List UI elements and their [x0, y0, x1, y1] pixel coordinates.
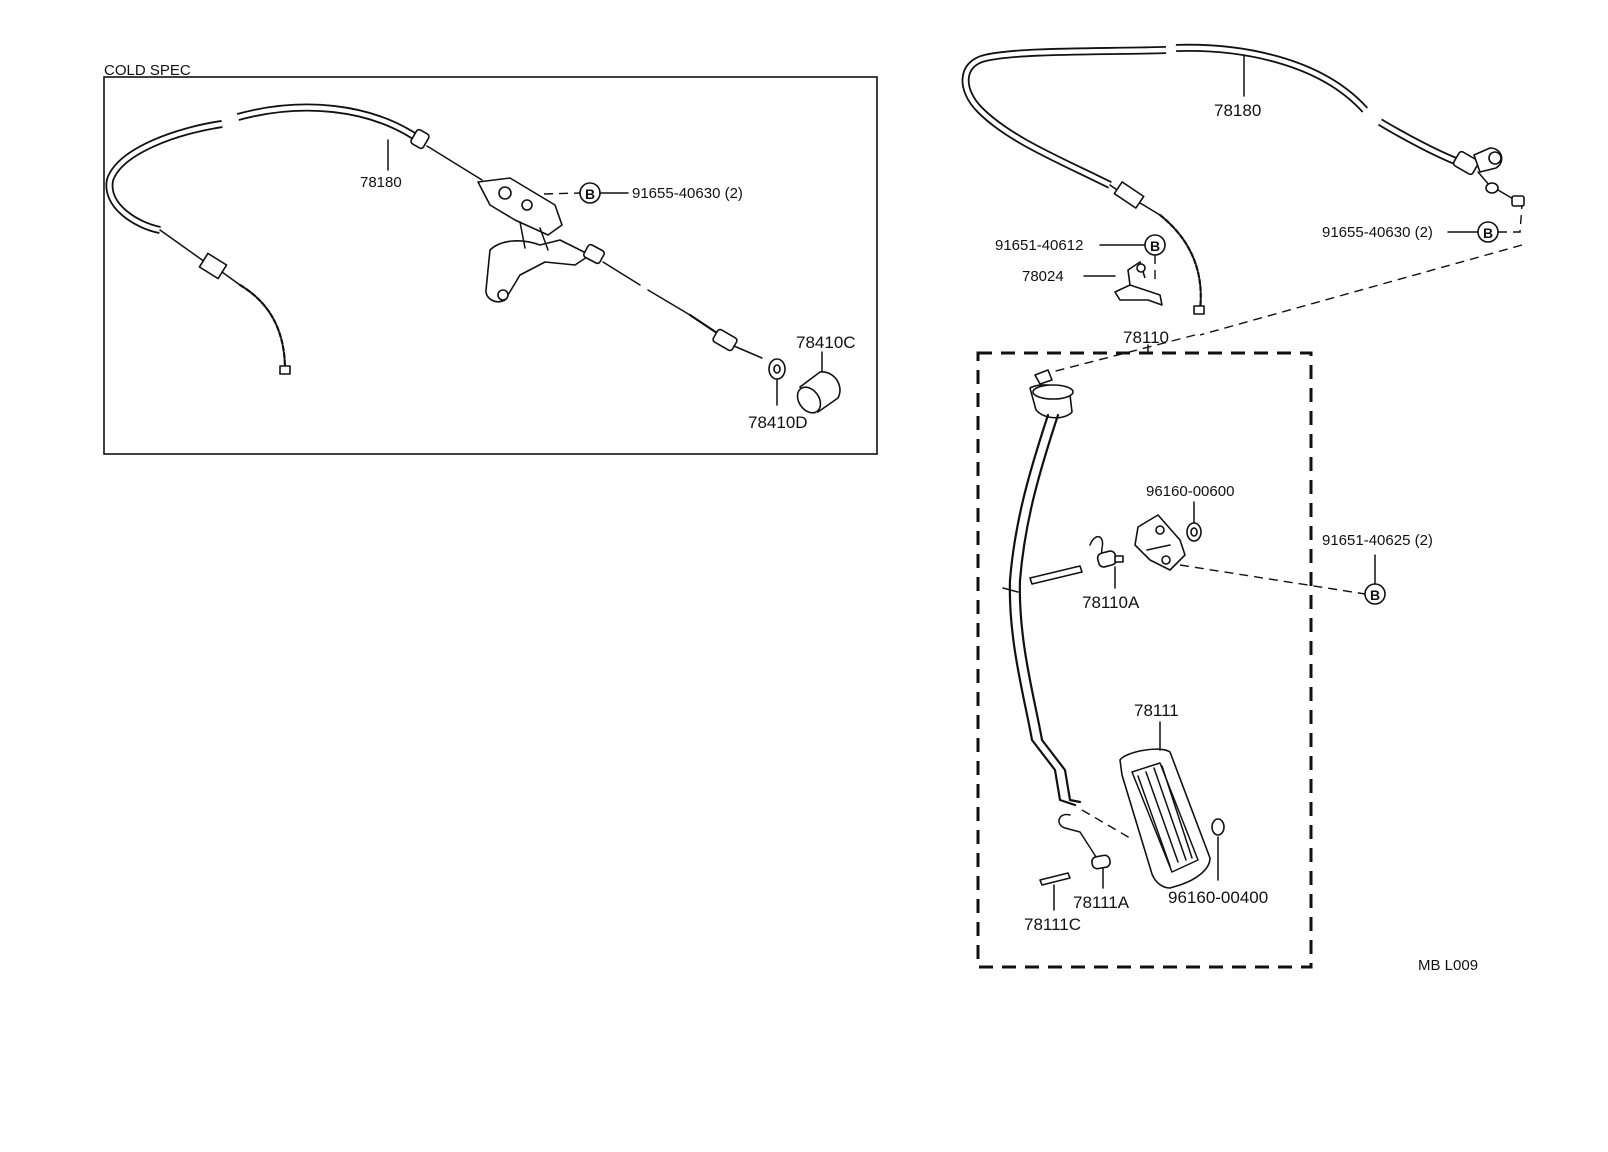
- cold-spec-frame: [103, 76, 878, 455]
- cold-spec-inset: COLD SPEC: [103, 62, 878, 455]
- pedal-pad: [1119, 748, 1211, 889]
- main-top-bolt-label: 91655-40630 (2): [1322, 224, 1433, 241]
- return-spring-label: 78110A: [1082, 593, 1140, 612]
- figure-code: MB L009: [1418, 957, 1478, 974]
- pedal-arm: [1002, 369, 1082, 807]
- cold-spec-knob: [796, 371, 841, 414]
- main-top-b-marker-letter: B: [1483, 225, 1493, 241]
- cold-spec-nut: [768, 358, 786, 380]
- cold-spec-bolt-label: 91655-40630 (2): [632, 185, 743, 202]
- cold-spec-title: COLD SPEC: [104, 62, 191, 79]
- cold-spec-cable: [105, 103, 483, 375]
- cold-spec-b-marker-letter: B: [585, 186, 595, 202]
- bushing: [1186, 522, 1202, 542]
- pedal-assembly-label: 78110: [1123, 328, 1169, 347]
- main-clamp-b-marker-letter: B: [1150, 238, 1160, 254]
- pedal-assembly-frame: [976, 351, 1313, 969]
- pedal-pad-label: 78111: [1134, 701, 1179, 720]
- stopper-label: 96160-00400: [1168, 888, 1268, 907]
- pad-spring: [1058, 813, 1111, 870]
- main-clamp-bolt-label: 91651-40612: [995, 237, 1083, 254]
- pedal-pin-label: 78111C: [1024, 915, 1081, 934]
- pad-spring-label: 78111A: [1073, 893, 1130, 912]
- main-cable-label: 78180: [1214, 101, 1261, 120]
- pivot-shaft: [1029, 565, 1083, 585]
- pedal-bracket: [1134, 514, 1186, 571]
- bracket-bolt-label: 91651-40625 (2): [1322, 532, 1433, 549]
- pedal-pin: [1039, 872, 1071, 886]
- main-cable: [961, 43, 1525, 315]
- main-clamp: [1114, 261, 1163, 306]
- cold-spec-knob-label: 78410C: [796, 333, 856, 352]
- bushing-label: 96160-00600: [1146, 483, 1234, 500]
- bracket-b-marker-letter: B: [1370, 587, 1380, 603]
- cold-spec-nut-label: 78410D: [748, 413, 808, 432]
- cold-spec-cable-label: 78180: [360, 174, 402, 191]
- main-assembly: B 91651-40612 78024 78180 91655-40630 (2…: [961, 43, 1525, 974]
- stopper: [1211, 818, 1225, 836]
- main-clamp-label: 78024: [1022, 268, 1064, 285]
- return-spring: [1089, 536, 1124, 568]
- cold-spec-bracket: [477, 177, 763, 359]
